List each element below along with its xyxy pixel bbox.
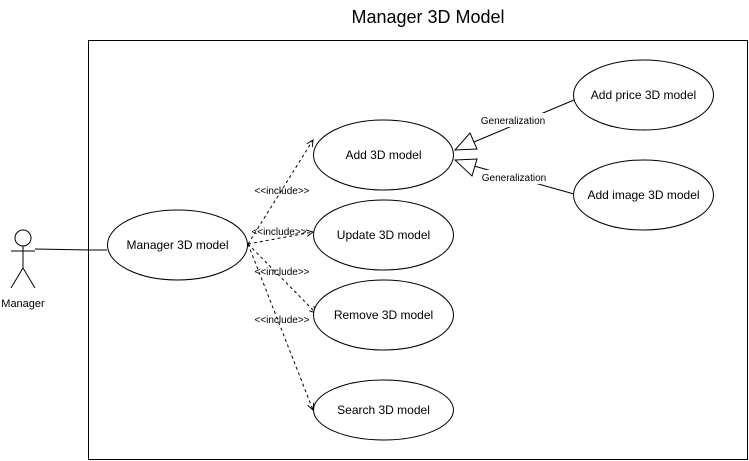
use-case-shape <box>313 279 454 351</box>
use-case-add-3d-model[interactable]: Add 3D model <box>313 119 454 191</box>
generalization-arrowhead-price <box>453 132 478 151</box>
use-case-add-image-3d-model[interactable]: Add image 3D model <box>573 159 714 231</box>
actor-leg-right <box>22 267 36 289</box>
use-case-shape <box>573 159 714 231</box>
use-case-manager-3d-model[interactable]: Manager 3D model <box>107 209 248 281</box>
generalization-arrowhead-image <box>453 158 478 177</box>
include-label-add: <<include>> <box>254 186 309 197</box>
include-label-search: <<include>> <box>254 315 309 326</box>
include-arrow-update <box>247 232 313 245</box>
include-arrow-add <box>247 140 313 245</box>
actor-leg-left <box>10 267 24 289</box>
generalization-label-bg-price <box>475 113 551 127</box>
use-case-label: Add image 3D model <box>587 188 699 202</box>
actor-label: Manager <box>1 298 45 310</box>
use-case-add-price-3d-model[interactable]: Add price 3D model <box>573 59 714 131</box>
use-case-label: Add 3D model <box>345 148 421 162</box>
actor-manager[interactable]: Manager <box>1 229 45 310</box>
include-arrow-remove <box>247 243 316 313</box>
use-case-shape <box>313 379 454 441</box>
use-case-shape <box>573 59 714 131</box>
use-case-label: Manager 3D model <box>126 238 228 252</box>
use-case-shape <box>313 199 454 271</box>
diagram-title: Manager 3D Model <box>351 7 504 27</box>
include-label-remove: <<include>> <box>254 267 309 278</box>
use-case-remove-3d-model[interactable]: Remove 3D model <box>313 279 454 351</box>
use-case-label: Search 3D model <box>337 403 430 417</box>
use-case-search-3d-model[interactable]: Search 3D model <box>313 379 454 441</box>
include-label-update: <<include>> <box>251 227 306 238</box>
use-case-update-3d-model[interactable]: Update 3D model <box>313 199 454 271</box>
use-case-label: Update 3D model <box>337 228 430 242</box>
use-case-label: Remove 3D model <box>334 308 433 322</box>
association-line <box>34 248 107 251</box>
actor-head <box>14 229 32 247</box>
generalization-label-price: Generalization <box>481 116 545 127</box>
generalization-label-image: Generalization <box>482 173 546 184</box>
use-case-label: Add price 3D model <box>591 88 696 102</box>
use-case-shape <box>313 119 454 191</box>
generalization-label-bg-image <box>476 170 552 184</box>
use-case-shape <box>107 209 248 281</box>
